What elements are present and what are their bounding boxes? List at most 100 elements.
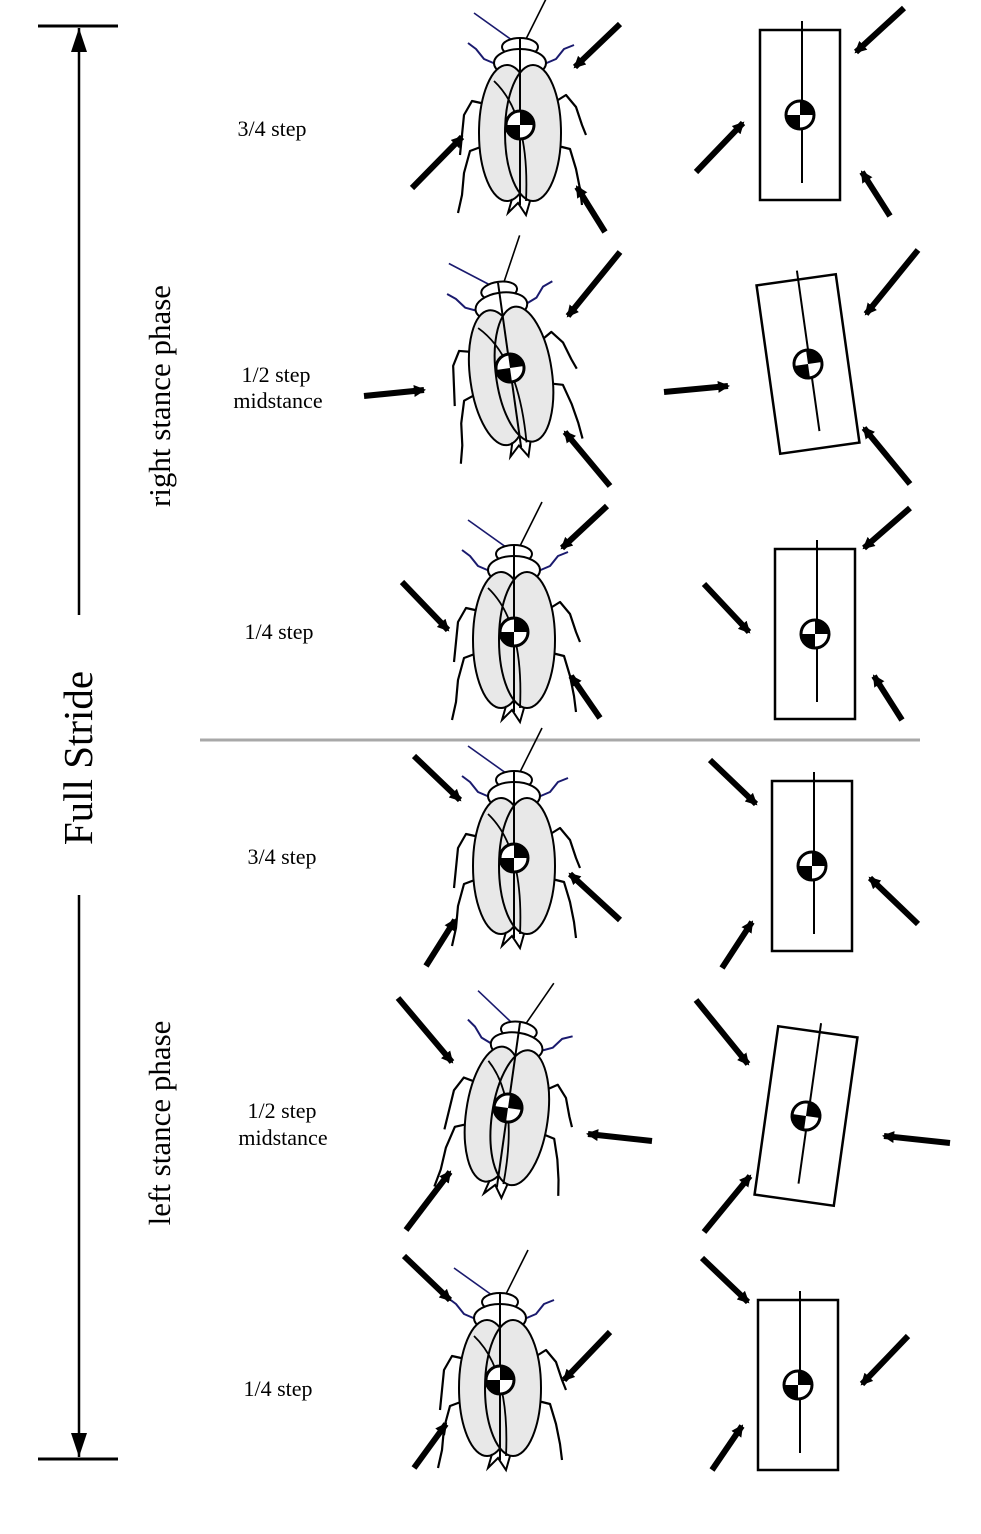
cockroach-icon [450, 727, 582, 951]
step-label: 1/4 step [244, 619, 313, 644]
antenna [523, 0, 547, 44]
center-of-mass-icon [504, 109, 536, 141]
leg [533, 1398, 564, 1461]
force-arrow-icon [861, 426, 913, 486]
step-label: 3/4 step [237, 116, 306, 141]
antenna [501, 235, 521, 287]
leg [443, 1076, 482, 1130]
com-quadrant [800, 101, 814, 115]
antenna [503, 1249, 529, 1299]
center-of-mass-icon [498, 616, 530, 648]
leg [447, 1297, 479, 1321]
antenna [517, 727, 543, 777]
cerci [499, 931, 525, 951]
step-row: 3/4 step [247, 727, 921, 970]
com-quadrant [508, 1094, 522, 1110]
antenna [473, 12, 517, 44]
center-of-mass-icon [784, 99, 816, 131]
force-arrow-icon [574, 185, 608, 234]
force-arrow-icon [859, 170, 893, 218]
force-arrow-icon [572, 21, 623, 70]
step-row: 1/4 step [243, 1249, 911, 1473]
bracket-up-arrowhead-icon [71, 28, 87, 52]
com-quadrant [500, 858, 514, 872]
force-arrow-icon [859, 1333, 911, 1387]
leg [452, 349, 478, 407]
com-quadrant [786, 115, 800, 129]
force-arrow-icon [707, 757, 759, 807]
cerci [505, 198, 531, 218]
step-row: 3/4 step [237, 0, 907, 234]
cockroach-icon [456, 0, 588, 218]
force-arrow-icon [709, 1424, 745, 1472]
com-quadrant [506, 125, 520, 139]
force-arrow-icon [363, 385, 426, 399]
phase-label-left: left stance phase [142, 1021, 177, 1226]
leg [452, 832, 485, 889]
step-row: 1/2 step midstance [238, 982, 951, 1234]
force-arrow-icon [423, 918, 458, 968]
force-arrow-icon [411, 1422, 449, 1470]
com-quadrant [798, 1371, 812, 1385]
force-arrow-icon [409, 134, 465, 191]
center-of-mass-icon [484, 1364, 516, 1396]
antenna [522, 982, 555, 1028]
force-arrow-icon [559, 503, 610, 551]
com-quadrant [801, 634, 815, 648]
step-row: 1/2 step midstance [233, 235, 921, 488]
leg [461, 775, 493, 799]
leg [467, 42, 499, 66]
cerci [499, 705, 525, 725]
free-body-rectangle-icon [773, 540, 857, 721]
leg [540, 1083, 574, 1128]
center-of-mass-icon [796, 850, 828, 882]
force-arrow-icon [395, 996, 455, 1064]
free-body-rectangle-icon [753, 1023, 859, 1208]
free-body-rectangle-icon [758, 21, 842, 202]
com-quadrant [806, 1102, 820, 1118]
force-arrow-icon [867, 875, 921, 927]
center-of-mass-icon [492, 1092, 524, 1124]
force-arrow-icon [403, 1170, 453, 1232]
leg [452, 606, 485, 663]
full-stride-label: Full Stride [55, 671, 101, 845]
com-quadrant [812, 852, 826, 866]
leg [546, 381, 584, 439]
leg [543, 600, 582, 643]
step-label: 1/2 step [247, 1098, 316, 1123]
leg [541, 44, 575, 66]
com-quadrant [520, 111, 534, 125]
antenna [448, 262, 495, 289]
force-arrow-icon [863, 248, 921, 316]
leg [538, 1131, 560, 1196]
force-arrow-icon [882, 1131, 951, 1146]
force-arrow-icon [401, 1253, 453, 1303]
force-arrow-icon [853, 5, 907, 55]
antenna [477, 990, 517, 1027]
force-arrow-icon [411, 753, 463, 803]
force-arrow-icon [586, 1129, 653, 1144]
com-quadrant [514, 844, 528, 858]
cerci [481, 1179, 509, 1201]
force-arrow-icon [568, 674, 603, 720]
com-quadrant [806, 350, 822, 364]
com-quadrant [792, 1114, 806, 1130]
antenna [517, 501, 543, 551]
force-arrow-icon [862, 505, 912, 551]
leg [522, 280, 553, 307]
step-label: 1/4 step [243, 1376, 312, 1401]
leg [547, 876, 578, 939]
step-label: 1/2 step [241, 362, 310, 387]
cockroach-icon [446, 235, 584, 464]
com-quadrant [514, 618, 528, 632]
com-quadrant [496, 368, 512, 382]
center-of-mass-icon [799, 618, 831, 650]
leg [459, 391, 480, 464]
free-body-rectangle-icon [770, 772, 854, 953]
com-quadrant [794, 364, 810, 378]
force-arrow-icon [565, 250, 623, 318]
center-of-mass-icon [792, 348, 824, 380]
com-quadrant [500, 632, 514, 646]
step-row: 1/4 step [244, 501, 912, 725]
force-arrow-icon [701, 1174, 753, 1234]
